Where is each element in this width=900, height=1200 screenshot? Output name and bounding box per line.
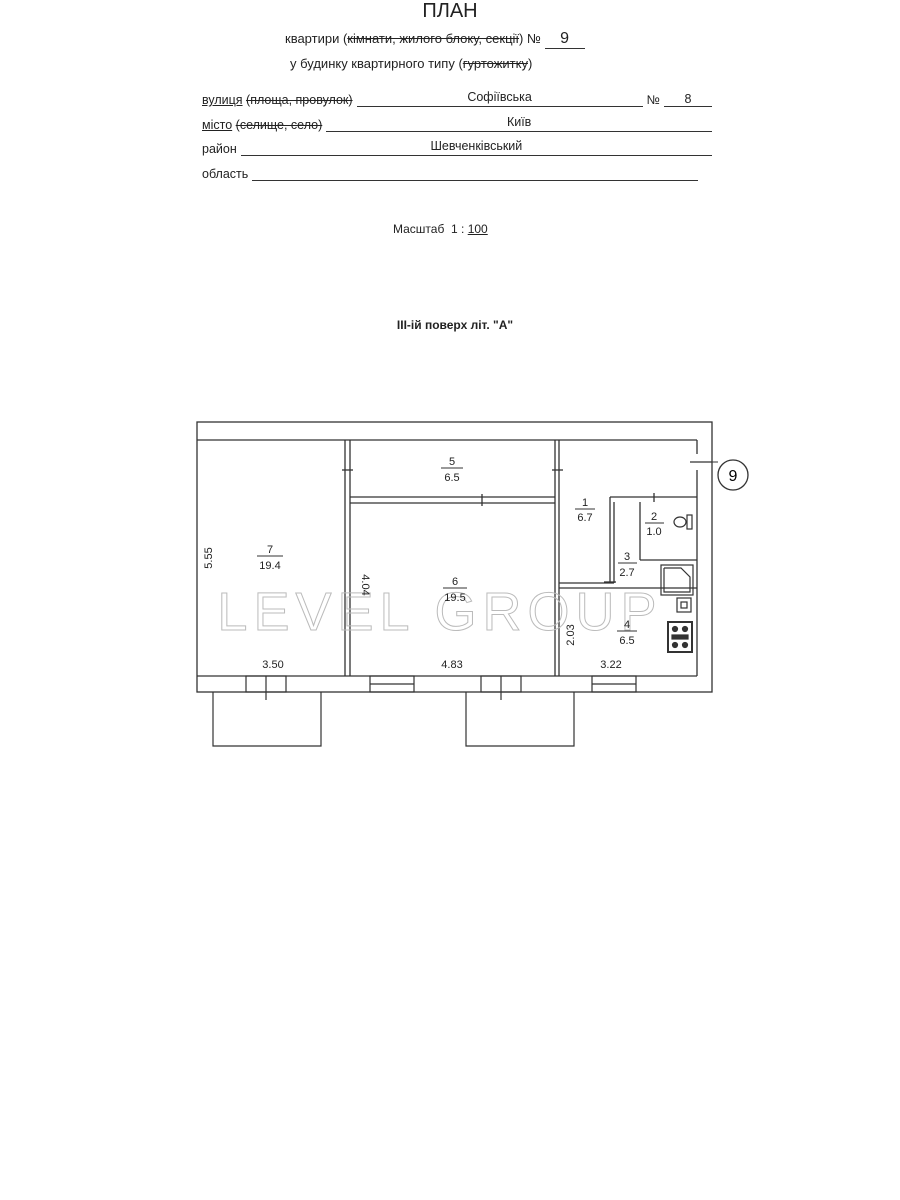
room-2: 21.0 [645,511,664,538]
watermark: LEVEL GROUP [217,582,662,642]
building-prefix: у будинку квартирного типу ( [290,56,463,71]
dim-room6-width: 4.83 [441,659,462,671]
windows [245,675,637,700]
street-value: Софіївська [356,90,643,107]
scale-prefix: 1 : [451,222,465,236]
room-number: 3 [624,551,630,563]
scale: Масштаб 1 : 100 [393,222,488,236]
region-row: область [202,164,698,181]
room-number: 1 [582,497,588,509]
stove-icon [667,621,693,653]
room-4: 46.5 [617,619,637,647]
apartment-number: 9 [544,30,585,49]
room-number: 7 [267,544,273,556]
street-label: вулиця [202,93,243,107]
balconies [212,692,575,747]
dim-room4-width: 3.22 [600,659,621,671]
dimensions: 5.55 4.04 2.03 3.50 4.83 3.22 [203,547,622,671]
room-labels: 16.7 21.0 32.7 46.5 56.5 619.5 719.4 [257,456,664,647]
apartment-suffix: ) № [519,31,541,46]
document-title: ПЛАН [422,0,478,22]
room-area: 6.5 [444,472,459,484]
walls [196,421,713,693]
dim-room6-height: 4.04 [359,574,371,595]
bathtub-icon [660,564,694,596]
region-value [252,164,698,181]
room-area: 2.7 [619,567,634,579]
district-label: район [202,142,237,156]
city-struck: (селище, село) [235,118,323,132]
scale-label: Масштаб [393,222,445,236]
room-7: 719.4 [257,544,283,572]
street-row: вулиця (площа, провулок) Софіївська № 8 [202,90,712,107]
apartment-struck: кімнати, жилого блоку, секції [347,31,520,46]
building-struck: гуртожитку [462,56,528,71]
room-number: 4 [624,619,630,631]
region-label: область [202,167,249,181]
room-3: 32.7 [618,551,637,579]
city-label: місто [202,118,233,132]
room-area: 6.5 [619,635,634,647]
scale-value: 100 [467,222,488,236]
fixtures [660,514,694,653]
floor-label: ІІІ-ій поверх літ. "А" [396,318,514,332]
room-5: 56.5 [441,456,463,484]
building-suffix: ) [527,56,533,71]
house-label: № [646,93,660,107]
room-1: 16.7 [575,497,595,524]
dim-room4-height: 2.03 [565,624,577,645]
toilet-icon [673,514,693,530]
apartment-line: квартири (кімнати, жилого блоку, секції)… [285,30,585,49]
apartment-prefix: квартири ( [285,31,348,46]
city-row: місто (селище, село) Київ [202,115,712,132]
dim-room7-height: 5.55 [203,547,215,568]
room-area: 6.7 [577,512,592,524]
district-row: район Шевченківський [202,139,712,156]
apartment-marker: 9 [712,459,749,491]
room-area: 19.5 [444,592,465,604]
apartment-marker-label: 9 [729,468,738,485]
room-area: 1.0 [646,526,661,538]
room-area: 19.4 [259,560,280,572]
room-number: 5 [449,456,455,468]
building-line: у будинку квартирного типу (гуртожитку) [290,56,532,71]
district-value: Шевченківський [240,139,712,156]
house-value: 8 [664,92,712,107]
room-number: 2 [651,511,657,523]
sink-icon [676,597,692,613]
city-value: Київ [326,115,712,132]
room-number: 6 [452,576,458,588]
room-6: 619.5 [443,576,467,604]
dim-room7-width: 3.50 [262,659,283,671]
street-struck: (площа, провулок) [246,93,353,107]
